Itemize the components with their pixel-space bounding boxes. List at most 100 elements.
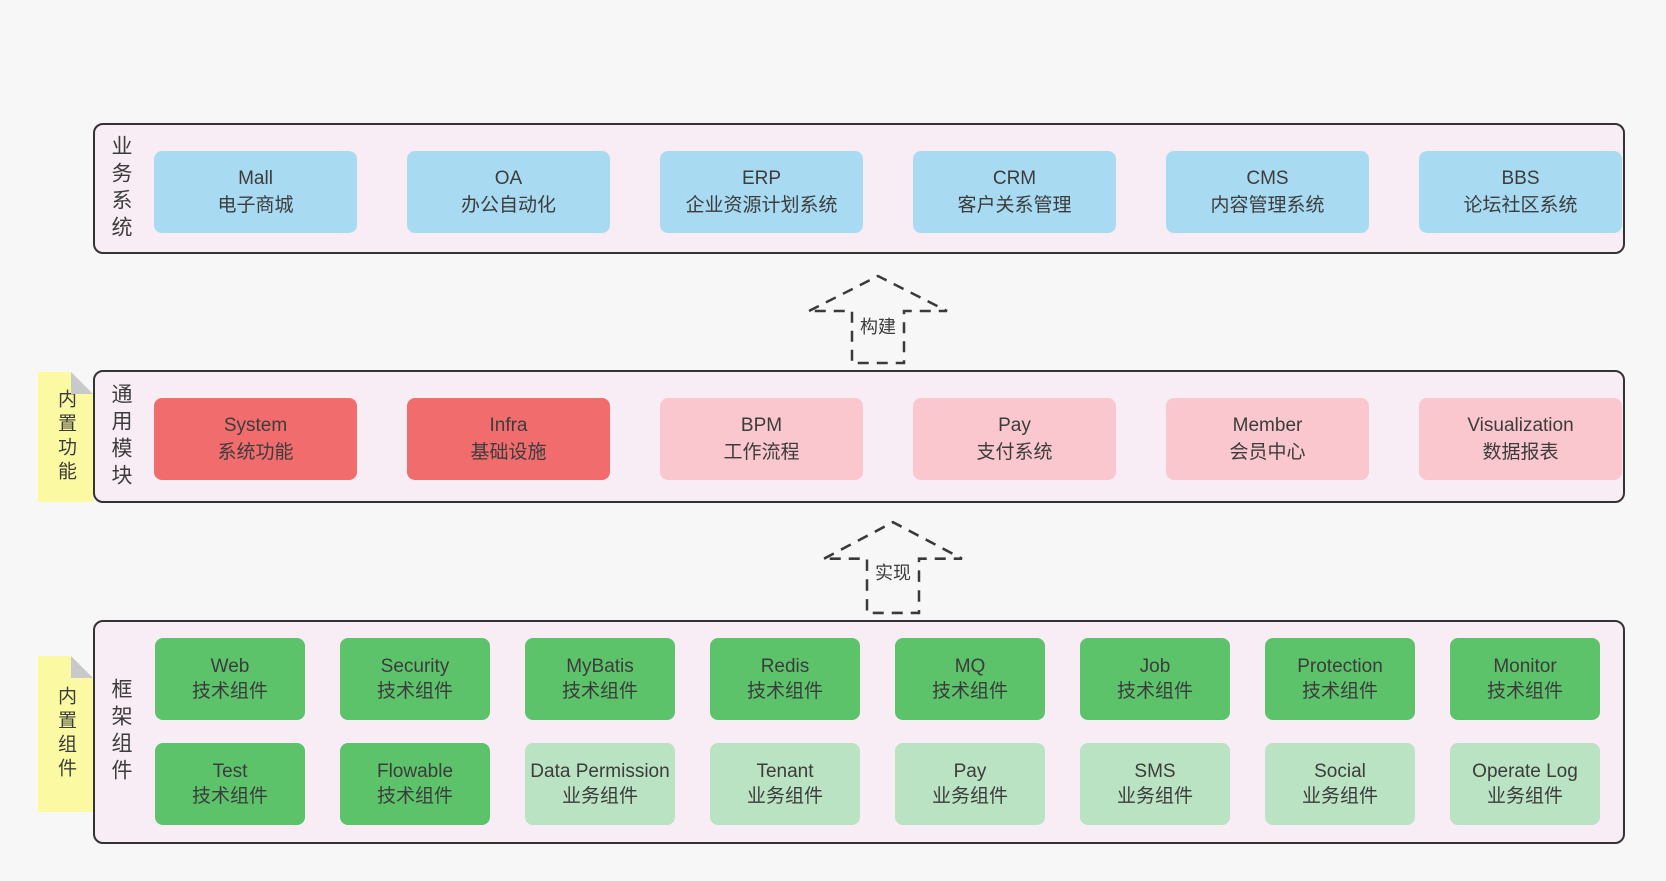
box-protection-title: Protection (1297, 656, 1383, 677)
box-tenant-subtitle: 业务组件 (746, 786, 823, 807)
box-web-title: Web (210, 656, 250, 677)
box-cms: CMS 内容管理系统 (1166, 151, 1369, 233)
box-system: System 系统功能 (154, 398, 357, 480)
box-oa-subtitle: 办公自动化 (460, 195, 556, 216)
box-oa-title: OA (494, 168, 523, 189)
box-monitor: Monitor 技术组件 (1450, 638, 1600, 720)
box-operate-log: Operate Log 业务组件 (1450, 743, 1600, 825)
box-social: Social 业务组件 (1265, 743, 1415, 825)
box-security: Security 技术组件 (340, 638, 490, 720)
box-social-subtitle: 业务组件 (1301, 786, 1378, 807)
box-mq: MQ 技术组件 (895, 638, 1045, 720)
box-pay-module: Pay 支付系统 (913, 398, 1116, 480)
box-monitor-subtitle: 技术组件 (1486, 681, 1563, 702)
box-bbs-subtitle: 论坛社区系统 (1463, 195, 1578, 216)
box-crm-title: CRM (992, 168, 1037, 189)
box-redis-subtitle: 技术组件 (746, 681, 823, 702)
box-tenant: Tenant 业务组件 (710, 743, 860, 825)
box-mall-subtitle: 电子商城 (217, 195, 294, 216)
box-protection-subtitle: 技术组件 (1301, 681, 1378, 702)
box-mybatis-title: MyBatis (566, 656, 634, 677)
box-member-subtitle: 会员中心 (1229, 442, 1306, 463)
box-web: Web 技术组件 (155, 638, 305, 720)
box-pay-component: Pay 业务组件 (895, 743, 1045, 825)
box-security-subtitle: 技术组件 (376, 681, 453, 702)
box-mq-title: MQ (954, 656, 986, 677)
box-pay-component-title: Pay (953, 761, 987, 782)
box-member: Member 会员中心 (1166, 398, 1369, 480)
box-flowable: Flowable 技术组件 (340, 743, 490, 825)
arrow-build: 构建 (805, 272, 951, 365)
box-web-subtitle: 技术组件 (191, 681, 268, 702)
box-flowable-subtitle: 技术组件 (376, 786, 453, 807)
box-cms-title: CMS (1246, 168, 1289, 189)
box-crm-subtitle: 客户关系管理 (957, 195, 1072, 216)
box-oa: OA 办公自动化 (407, 151, 610, 233)
box-flowable-title: Flowable (376, 761, 454, 782)
box-visualization-title: Visualization (1467, 415, 1574, 436)
box-system-subtitle: 系统功能 (217, 442, 294, 463)
band-common-modules-label: 通用模块 (109, 382, 132, 491)
band-business-systems: 业务系统 Mall 电子商城 OA 办公自动化 ERP 企业资源计划系统 CRM… (93, 123, 1625, 254)
arrow-build-label: 构建 (856, 312, 900, 344)
box-job: Job 技术组件 (1080, 638, 1230, 720)
box-bbs: BBS 论坛社区系统 (1419, 151, 1622, 233)
box-infra: Infra 基础设施 (407, 398, 610, 480)
box-tenant-title: Tenant (756, 761, 814, 782)
box-test-subtitle: 技术组件 (191, 786, 268, 807)
up-block-arrow-icon (808, 274, 948, 365)
box-cms-subtitle: 内容管理系统 (1210, 195, 1325, 216)
box-crm: CRM 客户关系管理 (913, 151, 1116, 233)
box-bbs-title: BBS (1501, 168, 1540, 189)
box-data-permission-subtitle: 业务组件 (561, 786, 638, 807)
box-protection: Protection 技术组件 (1265, 638, 1415, 720)
band-business-systems-label: 业务系统 (109, 134, 132, 243)
box-erp: ERP 企业资源计划系统 (660, 151, 863, 233)
business-systems-row: Mall 电子商城 OA 办公自动化 ERP 企业资源计划系统 CRM 客户关系… (154, 151, 1622, 233)
framework-components-grid: Web 技术组件 Security 技术组件 MyBatis 技术组件 Redi… (155, 638, 1600, 825)
box-erp-title: ERP (741, 168, 782, 189)
box-job-subtitle: 技术组件 (1116, 681, 1193, 702)
box-redis: Redis 技术组件 (710, 638, 860, 720)
box-social-title: Social (1314, 761, 1366, 782)
box-sms-title: SMS (1134, 761, 1176, 782)
box-member-title: Member (1232, 415, 1303, 436)
box-data-permission: Data Permission 业务组件 (525, 743, 675, 825)
box-operate-log-title: Operate Log (1472, 761, 1578, 782)
box-sms: SMS 业务组件 (1080, 743, 1230, 825)
box-pay-component-subtitle: 业务组件 (931, 786, 1008, 807)
box-security-title: Security (380, 656, 450, 677)
box-test: Test 技术组件 (155, 743, 305, 825)
box-redis-title: Redis (760, 656, 810, 677)
arrow-implement-label: 实现 (871, 558, 915, 590)
box-bpm: BPM 工作流程 (660, 398, 863, 480)
band-framework-components-label: 框架组件 (109, 678, 132, 786)
box-monitor-title: Monitor (1493, 656, 1557, 677)
box-visualization-subtitle: 数据报表 (1482, 442, 1559, 463)
sticky-built-in-features: 内置功能 (38, 372, 93, 502)
box-mybatis-subtitle: 技术组件 (561, 681, 638, 702)
box-test-title: Test (212, 761, 248, 782)
box-mq-subtitle: 技术组件 (931, 681, 1008, 702)
box-bpm-subtitle: 工作流程 (723, 442, 800, 463)
box-mall: Mall 电子商城 (154, 151, 357, 233)
box-operate-log-subtitle: 业务组件 (1486, 786, 1563, 807)
band-framework-components: 框架组件 Web 技术组件 Security 技术组件 MyBatis 技术组件… (93, 620, 1625, 844)
box-job-title: Job (1139, 656, 1171, 677)
box-mall-title: Mall (238, 168, 273, 189)
common-modules-row: System 系统功能 Infra 基础设施 BPM 工作流程 Pay 支付系统… (154, 398, 1622, 480)
arrow-implement: 实现 (820, 518, 966, 615)
box-system-title: System (223, 415, 288, 436)
box-bpm-title: BPM (740, 415, 783, 436)
box-erp-subtitle: 企业资源计划系统 (685, 195, 838, 216)
box-mybatis: MyBatis 技术组件 (525, 638, 675, 720)
box-pay-module-title: Pay (998, 415, 1031, 436)
box-data-permission-title: Data Permission (530, 761, 670, 782)
sticky-built-in-features-label: 内置功能 (55, 389, 76, 485)
box-pay-module-subtitle: 支付系统 (976, 442, 1053, 463)
band-common-modules: 通用模块 System 系统功能 Infra 基础设施 BPM 工作流程 Pay… (93, 370, 1625, 503)
sticky-built-in-components: 内置组件 (38, 656, 93, 812)
box-visualization: Visualization 数据报表 (1419, 398, 1622, 480)
up-block-arrow-icon (823, 520, 963, 615)
